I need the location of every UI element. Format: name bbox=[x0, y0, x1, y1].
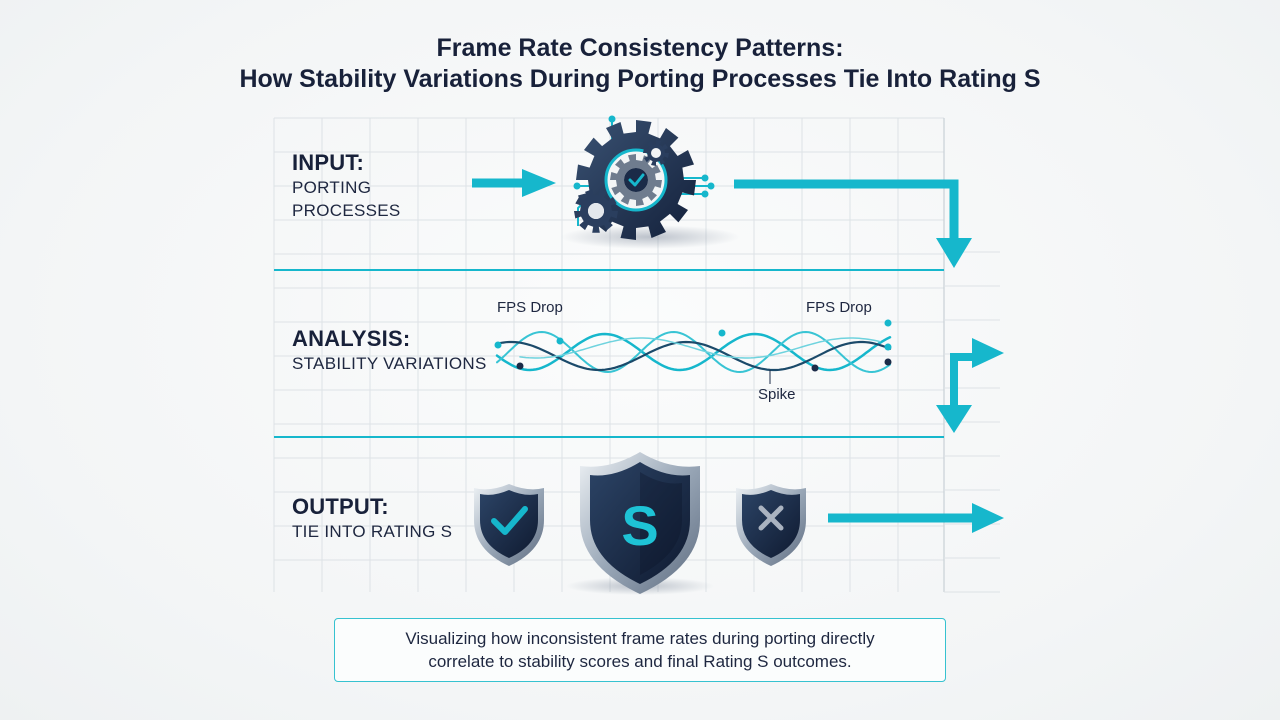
fps-drop-label-left: FPS Drop bbox=[497, 299, 563, 316]
output-line-1: TIE INTO RATING S bbox=[292, 522, 453, 541]
input-line-1: PORTING bbox=[292, 178, 372, 197]
x-shield-icon bbox=[736, 484, 806, 566]
check-shield-icon bbox=[474, 484, 544, 566]
analysis-line-1: STABILITY VARIATIONS bbox=[292, 354, 487, 373]
input-line-2: PROCESSES bbox=[292, 201, 401, 220]
route-arrow-to-analysis bbox=[734, 179, 972, 268]
caption-box: Visualizing how inconsistent frame rates… bbox=[334, 618, 946, 682]
output-heading: OUTPUT: bbox=[292, 494, 389, 519]
title-line-1: Frame Rate Consistency Patterns: bbox=[436, 34, 844, 62]
output-arrow bbox=[828, 503, 1004, 533]
output-description: TIE INTO RATING S bbox=[292, 520, 452, 543]
input-heading: INPUT: bbox=[292, 150, 365, 175]
caption-line-1: Visualizing how inconsistent frame rates… bbox=[405, 629, 875, 648]
analysis-description: STABILITY VARIATIONS bbox=[292, 352, 487, 375]
input-arrow bbox=[472, 169, 556, 197]
analysis-heading: ANALYSIS: bbox=[292, 326, 411, 351]
stability-waveform bbox=[494, 319, 892, 384]
analysis-branch-arrow bbox=[936, 338, 1004, 433]
rating-s-shield-icon: S bbox=[566, 452, 714, 595]
caption-line-2: correlate to stability scores and final … bbox=[428, 652, 852, 671]
gear-cluster-check-icon bbox=[560, 115, 740, 249]
title-line-2: How Stability Variations During Porting … bbox=[239, 65, 1041, 93]
fps-drop-label-right: FPS Drop bbox=[806, 299, 872, 316]
input-description: PORTING PROCESSES bbox=[292, 176, 401, 222]
spike-label: Spike bbox=[758, 386, 796, 403]
rating-s-letter: S bbox=[621, 494, 658, 557]
